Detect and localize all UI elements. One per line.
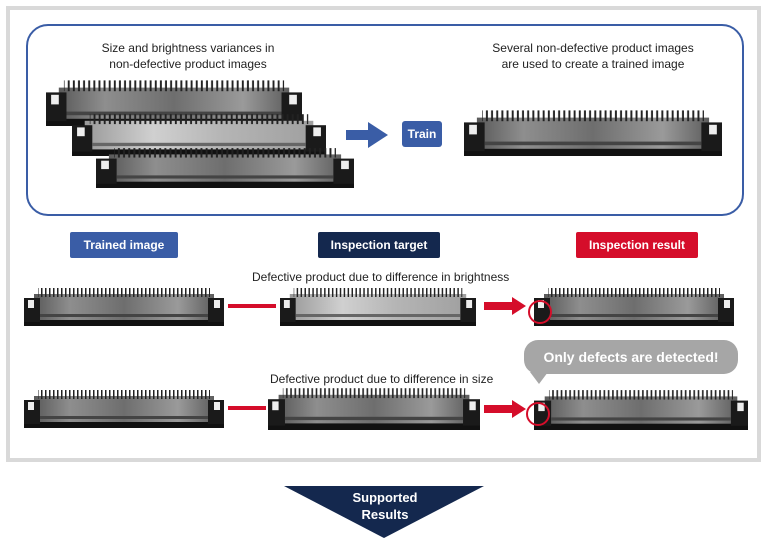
row2-caption: Defective product due to difference in s… <box>270 372 494 386</box>
row1-trained-image <box>24 286 224 326</box>
row1-link <box>228 304 276 308</box>
row2-result-arrow <box>484 400 526 418</box>
variance-caption-line2: non-defective product images <box>109 57 267 71</box>
row1-result-arrow <box>484 297 526 315</box>
supported-results-label: Supported Results <box>300 489 470 523</box>
train-badge: Train <box>402 121 442 147</box>
header-trained-image: Trained image <box>70 232 178 258</box>
defects-callout: Only defects are detected! <box>524 340 738 374</box>
row1-defect-marker <box>528 300 552 324</box>
row2-link <box>228 406 266 410</box>
row1-result-image <box>534 286 734 326</box>
train-arrow <box>346 122 388 148</box>
row2-defect-marker <box>526 402 550 426</box>
header-inspection-result: Inspection result <box>576 232 698 258</box>
row1-caption: Defective product due to difference in b… <box>252 270 510 284</box>
row1-target-image <box>280 286 476 326</box>
variance-caption-line1: Size and brightness variances in <box>101 41 275 55</box>
supported-results-line1: Supported <box>352 490 418 505</box>
trained-caption: Several non-defective product images are… <box>470 40 716 72</box>
trained-caption-line1: Several non-defective product images <box>492 41 694 55</box>
header-inspection-target: Inspection target <box>318 232 440 258</box>
trained-output-image <box>464 108 722 156</box>
supported-results-arrow <box>284 486 484 538</box>
variance-caption: Size and brightness variances in non-def… <box>70 40 306 72</box>
variance-image-3 <box>96 146 354 188</box>
row2-target-image <box>268 386 480 430</box>
supported-results-line2: Results <box>361 507 409 522</box>
training-panel <box>26 24 744 216</box>
trained-caption-line2: are used to create a trained image <box>501 57 685 71</box>
callout-tail <box>530 372 548 384</box>
row2-result-image <box>534 388 748 430</box>
row2-trained-image <box>24 388 224 428</box>
